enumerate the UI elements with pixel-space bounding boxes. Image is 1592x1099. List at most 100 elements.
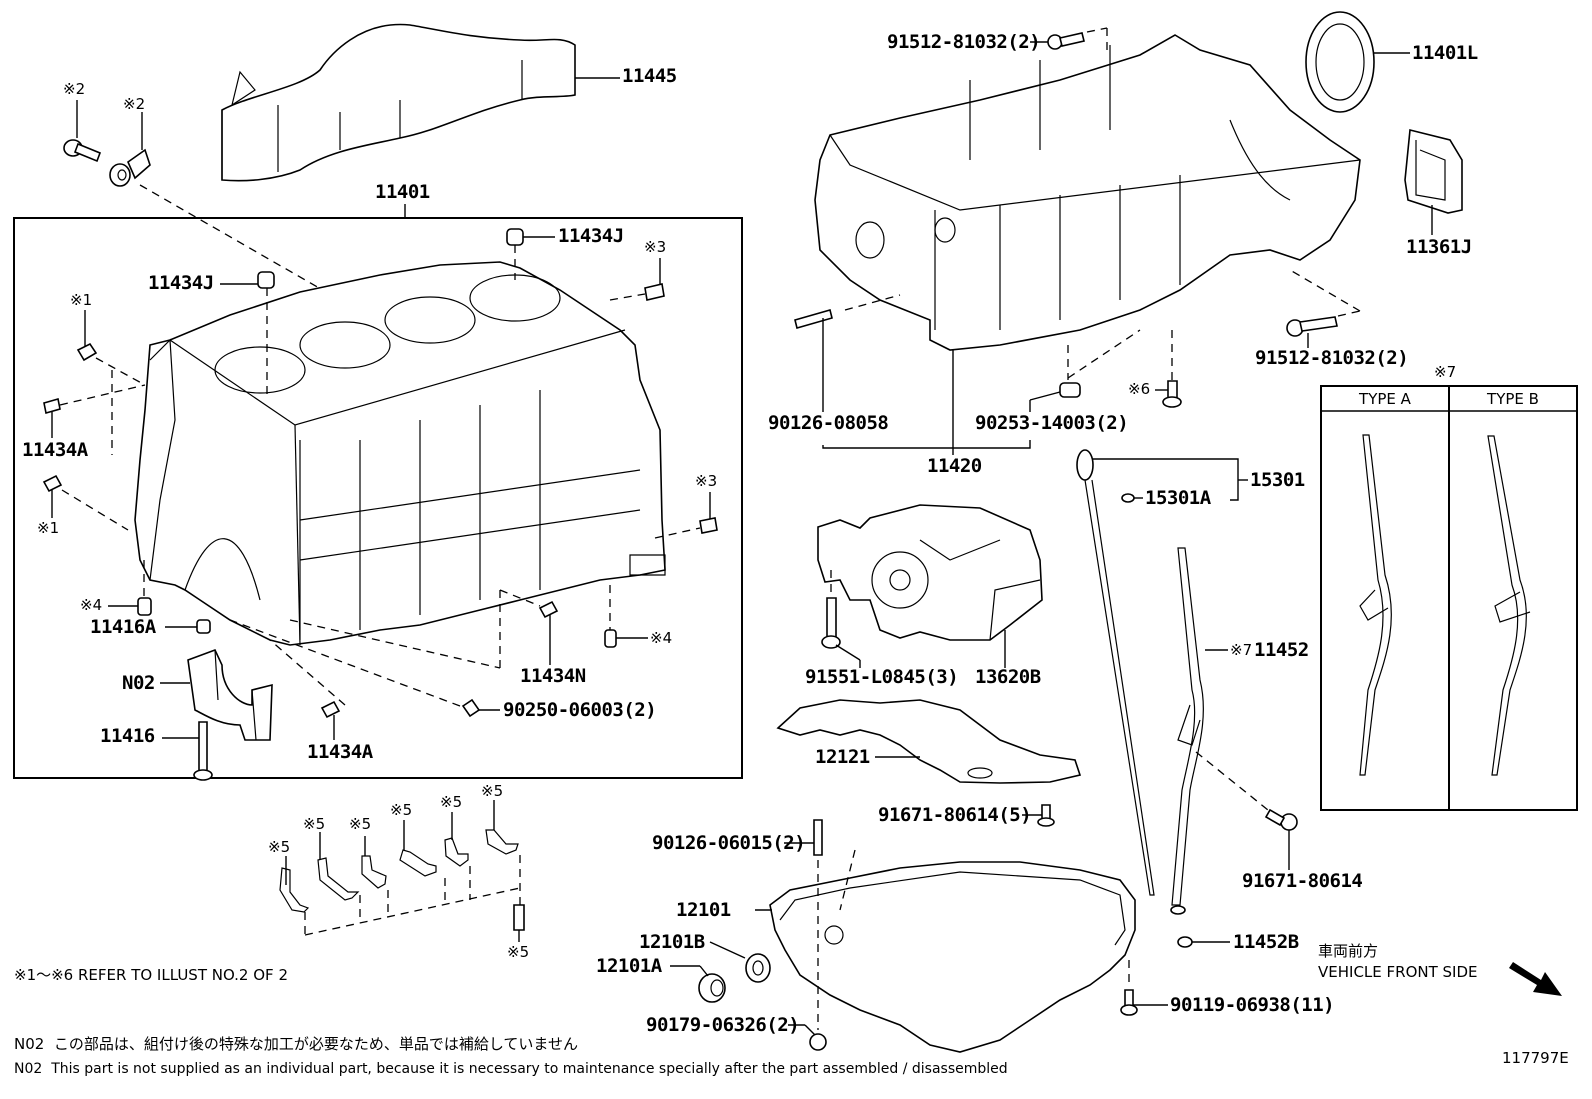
ref1-pin-upper[interactable]	[78, 344, 96, 360]
label-11401[interactable]: 11401	[375, 181, 430, 203]
label-91551-L0845[interactable]: 91551-L0845(3)	[805, 666, 959, 688]
ref-mark-6: ※6	[1128, 380, 1151, 398]
label-11452[interactable]: 11452	[1254, 639, 1309, 661]
part-12101B-gasket[interactable]	[746, 954, 770, 982]
label-90179-06326[interactable]: 90179-06326(2)	[646, 1014, 800, 1036]
ref4-dowel-left[interactable]	[138, 598, 151, 615]
part-11401L-oil-seal[interactable]	[1306, 12, 1374, 112]
label-12101A[interactable]: 12101A	[596, 955, 662, 977]
label-11401L[interactable]: 11401L	[1412, 42, 1478, 64]
part-11416A-dowel[interactable]	[197, 620, 210, 633]
label-11434J-top[interactable]: 11434J	[558, 225, 624, 247]
label-15301[interactable]: 15301	[1250, 469, 1305, 491]
part-11434J-dowel-left[interactable]	[258, 272, 274, 288]
part-90253-14003-dowel[interactable]	[1060, 383, 1080, 397]
ref-mark-3-upper: ※3	[644, 238, 667, 256]
ref-mark-5-e: ※5	[440, 793, 463, 811]
part-91512-81032-bolt-top[interactable]	[1048, 33, 1084, 49]
ref4-dowel-right[interactable]	[605, 630, 616, 647]
label-91512-81032-right[interactable]: 91512-81032(2)	[1255, 347, 1409, 369]
part-91551-L0845-bolt[interactable]	[822, 598, 840, 648]
ref2-sensor[interactable]	[110, 150, 150, 186]
ref-mark-2-bolt: ※2	[63, 80, 86, 98]
label-11416A[interactable]: 11416A	[90, 616, 156, 638]
ref-mark-5-b: ※5	[303, 815, 326, 833]
part-11445-insulator[interactable]	[222, 25, 575, 181]
label-90126-08058[interactable]: 90126-08058	[768, 412, 889, 434]
part-91671-80614-bolt-set[interactable]	[1038, 805, 1054, 826]
ref6-bolt[interactable]	[1163, 381, 1181, 407]
ref-mark-5-g: ※5	[507, 943, 530, 961]
label-11434A-left[interactable]: 11434A	[22, 439, 88, 461]
part-90119-06938-bolt[interactable]	[1121, 990, 1137, 1015]
label-11434J-left[interactable]: 11434J	[148, 272, 214, 294]
label-12101[interactable]: 12101	[676, 899, 731, 921]
ref-mark-4-left: ※4	[80, 596, 103, 614]
label-11416[interactable]: 11416	[100, 725, 155, 747]
part-15301-oil-level-gauge[interactable]	[1077, 450, 1154, 895]
part-91512-81032-bolt-right[interactable]	[1287, 317, 1337, 336]
part-90126-08058-stud[interactable]	[795, 310, 832, 328]
label-90253-14003[interactable]: 90253-14003(2)	[975, 412, 1129, 434]
label-11434A-bottom[interactable]: 11434A	[307, 741, 373, 763]
ref-mark-5-c: ※5	[349, 815, 372, 833]
footnote-en: N02 This part is not supplied as an indi…	[14, 1062, 1008, 1076]
label-12121[interactable]: 12121	[815, 746, 870, 768]
part-12101-oil-pan[interactable]	[770, 862, 1135, 1052]
label-12101B[interactable]: 12101B	[639, 931, 705, 953]
label-15301A[interactable]: 15301A	[1145, 487, 1211, 509]
label-91671-80614-5[interactable]: 91671-80614(5)	[878, 804, 1032, 826]
part-11452-gauge-guide[interactable]	[1171, 548, 1203, 914]
label-90250-06003[interactable]: 90250-06003(2)	[503, 699, 657, 721]
ref-mark-5-a: ※5	[268, 838, 291, 856]
label-11445[interactable]: 11445	[622, 65, 677, 87]
part-12101A-drain-plug[interactable]	[699, 974, 725, 1002]
part-11434N-pin[interactable]	[540, 602, 557, 617]
label-11420[interactable]: 11420	[927, 455, 982, 477]
part-11401-cylinder-block[interactable]	[135, 262, 665, 645]
arrow-down-right-icon	[1509, 962, 1562, 996]
ref2-bolt[interactable]	[64, 140, 100, 161]
label-11452B[interactable]: 11452B	[1233, 931, 1299, 953]
part-11361J-cover[interactable]	[1405, 130, 1462, 213]
part-11434J-dowel-top[interactable]	[507, 229, 523, 245]
ref3-pin-upper[interactable]	[645, 284, 664, 300]
label-90119-06938[interactable]: 90119-06938(11)	[1170, 994, 1335, 1016]
label-11361J[interactable]: 11361J	[1406, 236, 1472, 258]
label-91512-81032-top[interactable]: 91512-81032(2)	[887, 31, 1041, 53]
part-91671-80614-bolt[interactable]	[1266, 810, 1297, 830]
type-a-guide-tube	[1360, 435, 1391, 775]
footnote-jp: N02 この部品は、組付け後の特殊な加工が必要なため、単品では補給していません	[14, 1037, 578, 1052]
part-11452B-o-ring[interactable]	[1178, 937, 1192, 947]
ref5-oil-jets[interactable]	[280, 830, 524, 930]
part-12121-baffle-plate[interactable]	[778, 700, 1080, 783]
part-90250-06003-pin[interactable]	[463, 700, 479, 716]
footnote-text: この部品は、組付け後の特殊な加工が必要なため、単品では補給していません	[53, 1035, 578, 1053]
part-15301A-o-ring[interactable]	[1122, 494, 1134, 502]
part-11416-bolt[interactable]	[194, 722, 212, 780]
ref-mark-7-table: ※7	[1434, 363, 1457, 381]
part-13620B-oil-pump[interactable]	[818, 505, 1042, 640]
type-b-header: TYPE B	[1487, 390, 1539, 408]
label-91671-80614[interactable]: 91671-80614	[1242, 870, 1363, 892]
part-11420-crankcase[interactable]	[815, 35, 1360, 350]
type-a-header: TYPE A	[1359, 390, 1411, 408]
type-b-guide-tube	[1488, 436, 1530, 775]
part-11434A-pin-bottom[interactable]	[322, 702, 339, 717]
label-13620B[interactable]: 13620B	[975, 666, 1041, 688]
part-N02-bearing-cap[interactable]	[188, 650, 272, 740]
ref1-pin-lower[interactable]	[44, 476, 61, 491]
label-90126-06015[interactable]: 90126-06015(2)	[652, 832, 806, 854]
part-90179-06326-nut[interactable]	[810, 1034, 826, 1050]
illustration-id: 117797E	[1502, 1049, 1569, 1067]
direction-label-en: VEHICLE FRONT SIDE	[1318, 963, 1478, 981]
label-N02[interactable]: N02	[122, 672, 155, 694]
label-11434N[interactable]: 11434N	[520, 665, 586, 687]
ref-mark-4-right: ※4	[650, 629, 673, 647]
ref-mark-3-lower: ※3	[695, 472, 718, 490]
ref-mark-7-tube: ※7	[1230, 641, 1253, 659]
ref3-pin-lower[interactable]	[700, 518, 717, 533]
part-11434A-pin-left[interactable]	[44, 399, 60, 413]
part-90126-06015-stud[interactable]	[814, 820, 822, 855]
